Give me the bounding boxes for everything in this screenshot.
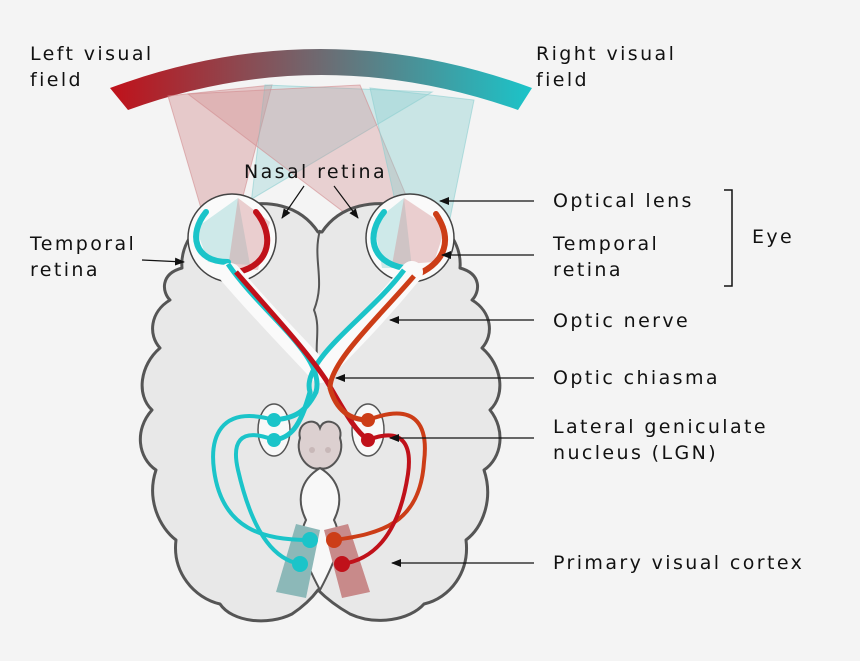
brainstem-dot (309, 447, 315, 453)
label-primary-visual-cortex: Primary visual cortex (553, 552, 805, 574)
cortex-dot-red-upper (326, 532, 342, 548)
right-nasal-retina (370, 209, 407, 271)
lgn-dot-red-upper (361, 413, 375, 427)
right-optic-nerve-sheath (309, 261, 423, 383)
brain-midline (312, 229, 321, 371)
lgn-bulb-left (257, 403, 291, 457)
left-nasal-retina (235, 209, 271, 275)
arrow-nasal-left (281, 185, 305, 219)
cyan-radiation-1 (211, 414, 311, 542)
label-optic-nerve: Optic nerve (553, 310, 691, 332)
brainstem-dot (325, 447, 331, 453)
brainstem (297, 420, 343, 470)
cyan-radiation-2 (233, 433, 301, 566)
lgn-dot-red-lower (361, 433, 375, 447)
right-temporal-retina (411, 211, 448, 279)
visual-field-arc (110, 49, 532, 110)
label-temporal-retina-left: Temporal retina (30, 233, 137, 281)
arrow-nasal-right (333, 185, 359, 219)
brain-outline (138, 202, 502, 623)
label-nasal-retina: Nasal retina (244, 161, 388, 183)
red-pathway-left-eye (234, 270, 370, 443)
label-lgn: Lateral geniculate nucleus (LGN) (553, 416, 768, 464)
label-temporal-retina-right: Temporal retina (553, 233, 660, 281)
cyan-pathway-right-eye (273, 268, 407, 443)
label-left-visual-field: Left visual field (30, 43, 154, 91)
label-right-visual-field: Right visual field (536, 43, 677, 91)
annotation-arrows (141, 185, 534, 567)
arrow-temporal-left (141, 257, 185, 266)
red-radiation-1 (333, 411, 427, 542)
eye-bracket (724, 189, 733, 287)
label-eye: Eye (752, 226, 795, 248)
label-optic-chiasma: Optic chiasma (553, 367, 720, 389)
red-pathway-right-eye (327, 274, 416, 423)
left-eye-light-cyan (196, 198, 250, 265)
lgn-dot-cyan-lower (267, 433, 281, 447)
left-temporal-retina (193, 209, 231, 265)
cortex-dot-cyan-upper (302, 532, 318, 548)
cortex-dot-cyan-lower (292, 556, 308, 572)
lgn-dot-cyan-upper (267, 413, 281, 427)
cortex-dot-red-lower (334, 556, 350, 572)
label-optical-lens: Optical lens (553, 190, 694, 212)
right-eye-light-red (392, 198, 446, 265)
